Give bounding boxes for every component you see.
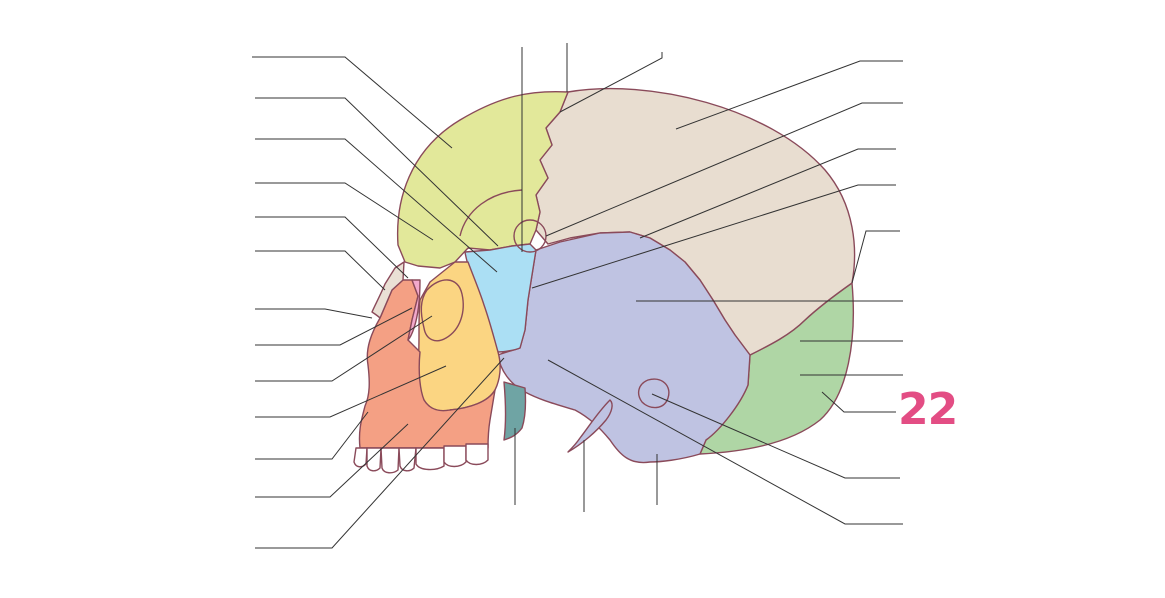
- leader-line: [559, 52, 663, 113]
- leader-line: [252, 56, 453, 149]
- leader-line: [255, 138, 498, 273]
- tooth: [415, 447, 445, 471]
- tooth: [366, 447, 382, 472]
- leader-line: [639, 148, 896, 239]
- tooth: [380, 447, 400, 474]
- frontal-bone: [396, 90, 569, 269]
- maxilla: [358, 279, 496, 449]
- orbit-margin: [420, 279, 464, 342]
- tooth: [465, 443, 489, 466]
- leader-line: [851, 230, 900, 284]
- nasal-bone: [371, 261, 405, 319]
- leader-line: [255, 97, 499, 247]
- leader-line: [255, 182, 434, 241]
- leader-line: [821, 391, 896, 413]
- leader-line: [651, 393, 900, 479]
- temporal-line: [459, 189, 523, 237]
- leader-line: [255, 315, 433, 382]
- leader-line: [255, 365, 447, 418]
- leader-lines: [252, 43, 903, 549]
- external-acoustic-meatus: [637, 378, 670, 409]
- leader-line: [255, 216, 409, 279]
- tooth: [443, 445, 467, 468]
- leader-line: [255, 357, 505, 549]
- mandible-ramus: [503, 381, 527, 441]
- leader-line: [255, 250, 386, 291]
- leader-line: [255, 308, 373, 319]
- styloid-process: [567, 399, 613, 453]
- leader-line: [255, 423, 409, 498]
- leader-line: [675, 60, 903, 130]
- leader-line: [531, 184, 896, 289]
- leader-line: [547, 359, 903, 525]
- plate-number: 22: [898, 384, 958, 435]
- leader-line: [545, 102, 903, 237]
- tooth: [353, 447, 368, 468]
- skull-bones: [353, 87, 856, 474]
- tooth: [398, 447, 417, 472]
- teeth: [353, 443, 489, 474]
- leader-line: [255, 411, 369, 460]
- leader-line: [255, 307, 413, 346]
